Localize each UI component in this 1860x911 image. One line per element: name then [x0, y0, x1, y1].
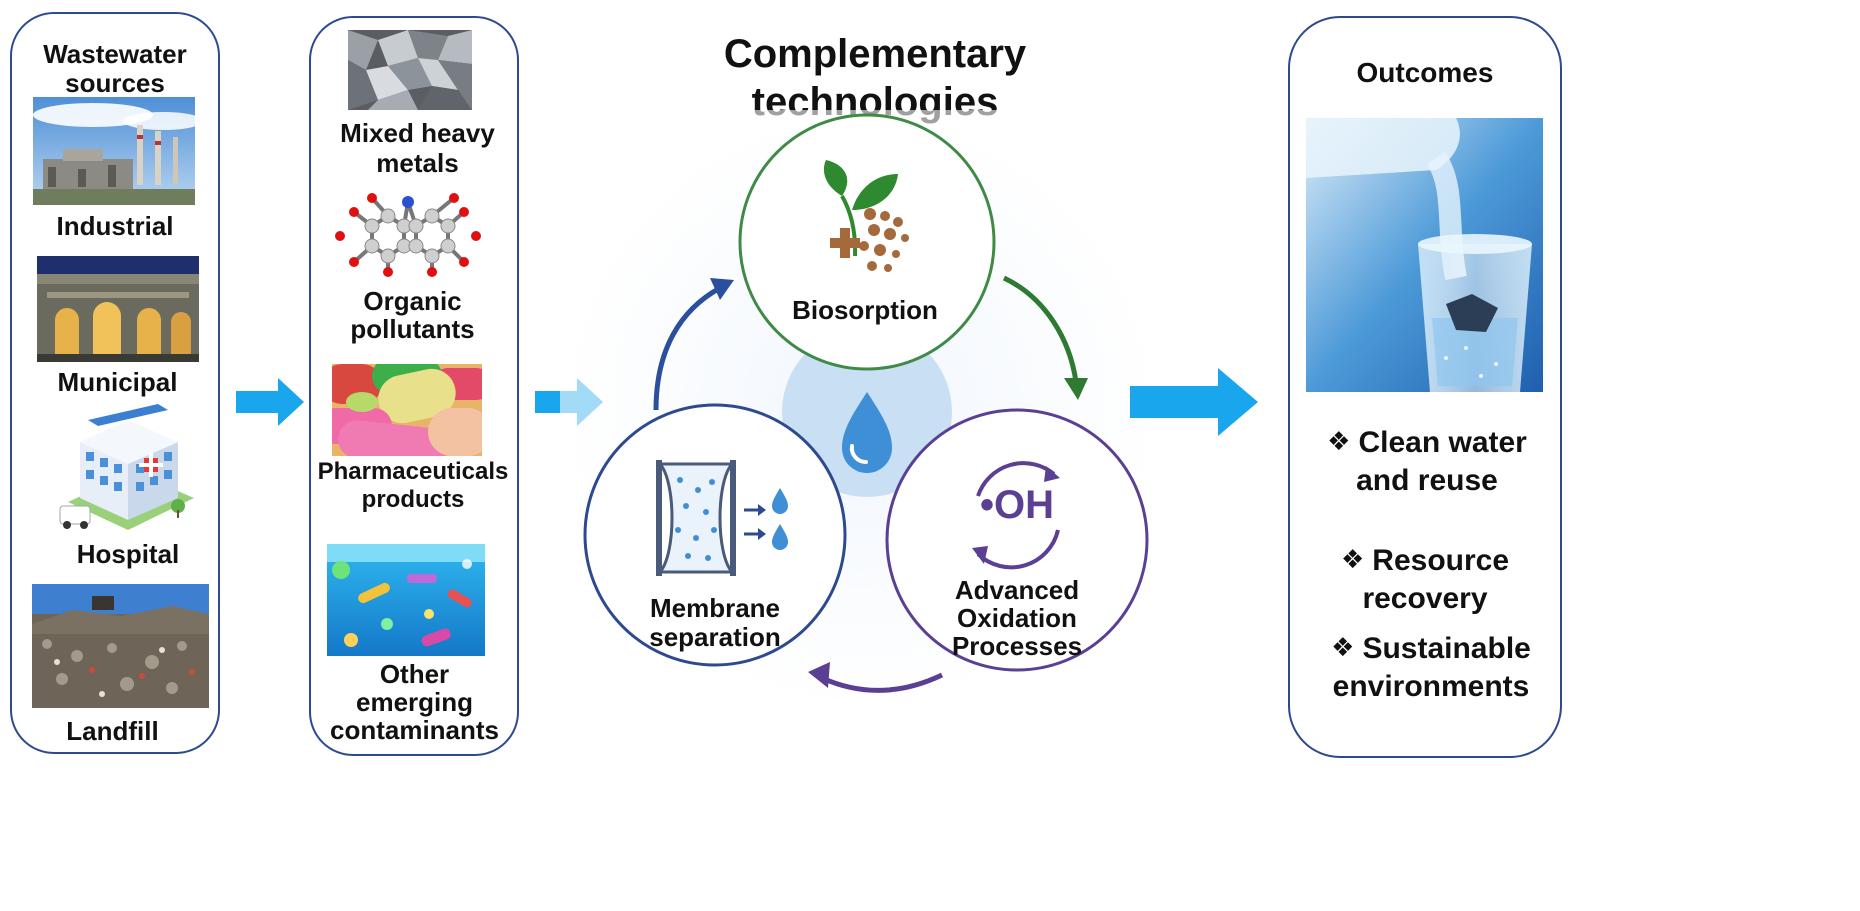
source-label-municipal: Municipal	[57, 367, 178, 397]
source-label-landfill: Landfill	[66, 716, 159, 746]
bullet-icon: ❖	[1327, 426, 1351, 456]
metal-scrap-photo	[348, 30, 472, 110]
flow-arrow-1	[236, 378, 304, 426]
flow-arrow-3	[1130, 368, 1258, 436]
outcomes-heading: Outcomes	[1356, 57, 1494, 88]
arrow-biosorption-to-aop	[1002, 275, 1079, 383]
bullet-icon: ❖	[1340, 544, 1365, 574]
landfill-photo	[32, 584, 209, 708]
aop-circle	[885, 408, 1149, 672]
bullet-icon: ❖	[1331, 632, 1355, 662]
microplastics-image	[327, 544, 485, 656]
arrow-aop-to-membrane	[820, 672, 944, 693]
industrial-plant-photo	[33, 97, 195, 205]
hydroxyl-radical-icon	[972, 461, 1060, 570]
molecule-model	[332, 190, 484, 282]
water-glass-photo	[1306, 118, 1543, 392]
membrane-filter-icon	[656, 460, 788, 576]
technologies-cycle-diagram	[560, 110, 1160, 710]
sources-heading: Wastewater sources	[43, 39, 187, 98]
leaf-beads-icon	[823, 160, 909, 272]
hospital-building-icon	[58, 402, 196, 536]
pills-photo	[332, 364, 482, 456]
source-label-hospital: Hospital	[76, 539, 180, 569]
hydroxyl-radical-label: •OH	[979, 483, 1054, 527]
biosorption-label: Biosorption	[792, 295, 938, 325]
arrow-membrane-to-biosorption	[653, 285, 722, 411]
source-label-industrial: Industrial	[56, 211, 174, 241]
municipal-building-photo	[37, 256, 199, 362]
